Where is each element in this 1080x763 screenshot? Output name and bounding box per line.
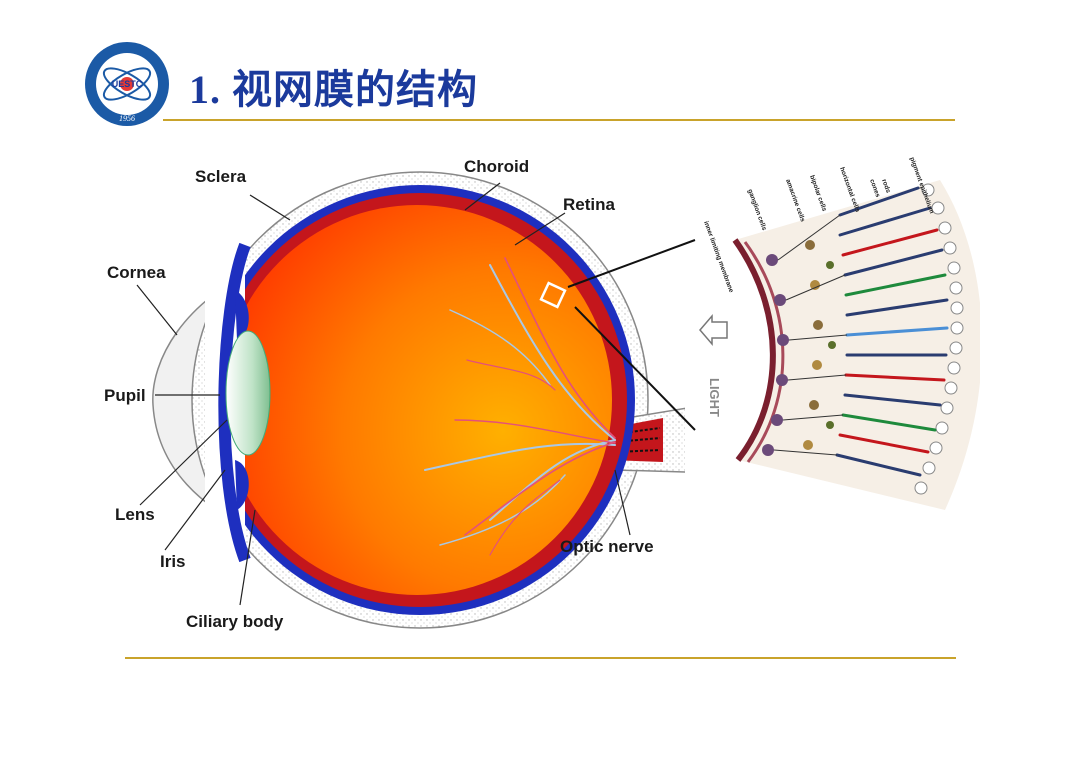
svg-text:1956: 1956	[119, 114, 135, 123]
light-arrow-icon	[699, 313, 728, 347]
retina-cell-layers-diagram: LIGHT inner limiting membrane ganglion c…	[699, 156, 980, 510]
footer-divider	[125, 657, 956, 659]
university-logo: UESTC 1956	[85, 42, 169, 126]
label-amacrine-cells: amacrine cells	[784, 178, 806, 223]
label-inner-limiting-membrane: inner limiting membrane	[702, 220, 735, 294]
label-retina: Retina	[563, 195, 615, 214]
label-pupil: Pupil	[104, 386, 146, 405]
iris-lower	[235, 460, 249, 510]
label-sclera: Sclera	[195, 167, 247, 186]
label-iris: Iris	[160, 552, 186, 571]
vitreous-body	[222, 205, 612, 595]
svg-text:UESTC: UESTC	[112, 79, 143, 89]
page-title: 1. 视网膜的结构	[189, 67, 478, 112]
label-optic-nerve: Optic nerve	[560, 537, 654, 556]
label-cones: cones	[868, 178, 881, 198]
retina-detail-box	[539, 281, 567, 309]
label-horizontal-cells: horizontal cells	[838, 166, 861, 213]
label-ganglion-cells: ganglion cells	[746, 188, 768, 231]
label-bipolar-cells: bipolar cells	[808, 174, 828, 212]
label-lens: Lens	[115, 505, 155, 524]
label-ciliary-body: Ciliary body	[186, 612, 284, 631]
label-rods: rods	[880, 178, 892, 194]
lens	[225, 330, 271, 456]
eye-cross-section-diagram	[136, 171, 685, 629]
label-choroid: Choroid	[464, 157, 530, 176]
label-cornea: Cornea	[107, 263, 166, 282]
iris-upper	[235, 290, 249, 340]
label-light: LIGHT	[707, 378, 722, 417]
detail-connector-lines	[567, 239, 696, 431]
title-divider	[163, 119, 955, 121]
